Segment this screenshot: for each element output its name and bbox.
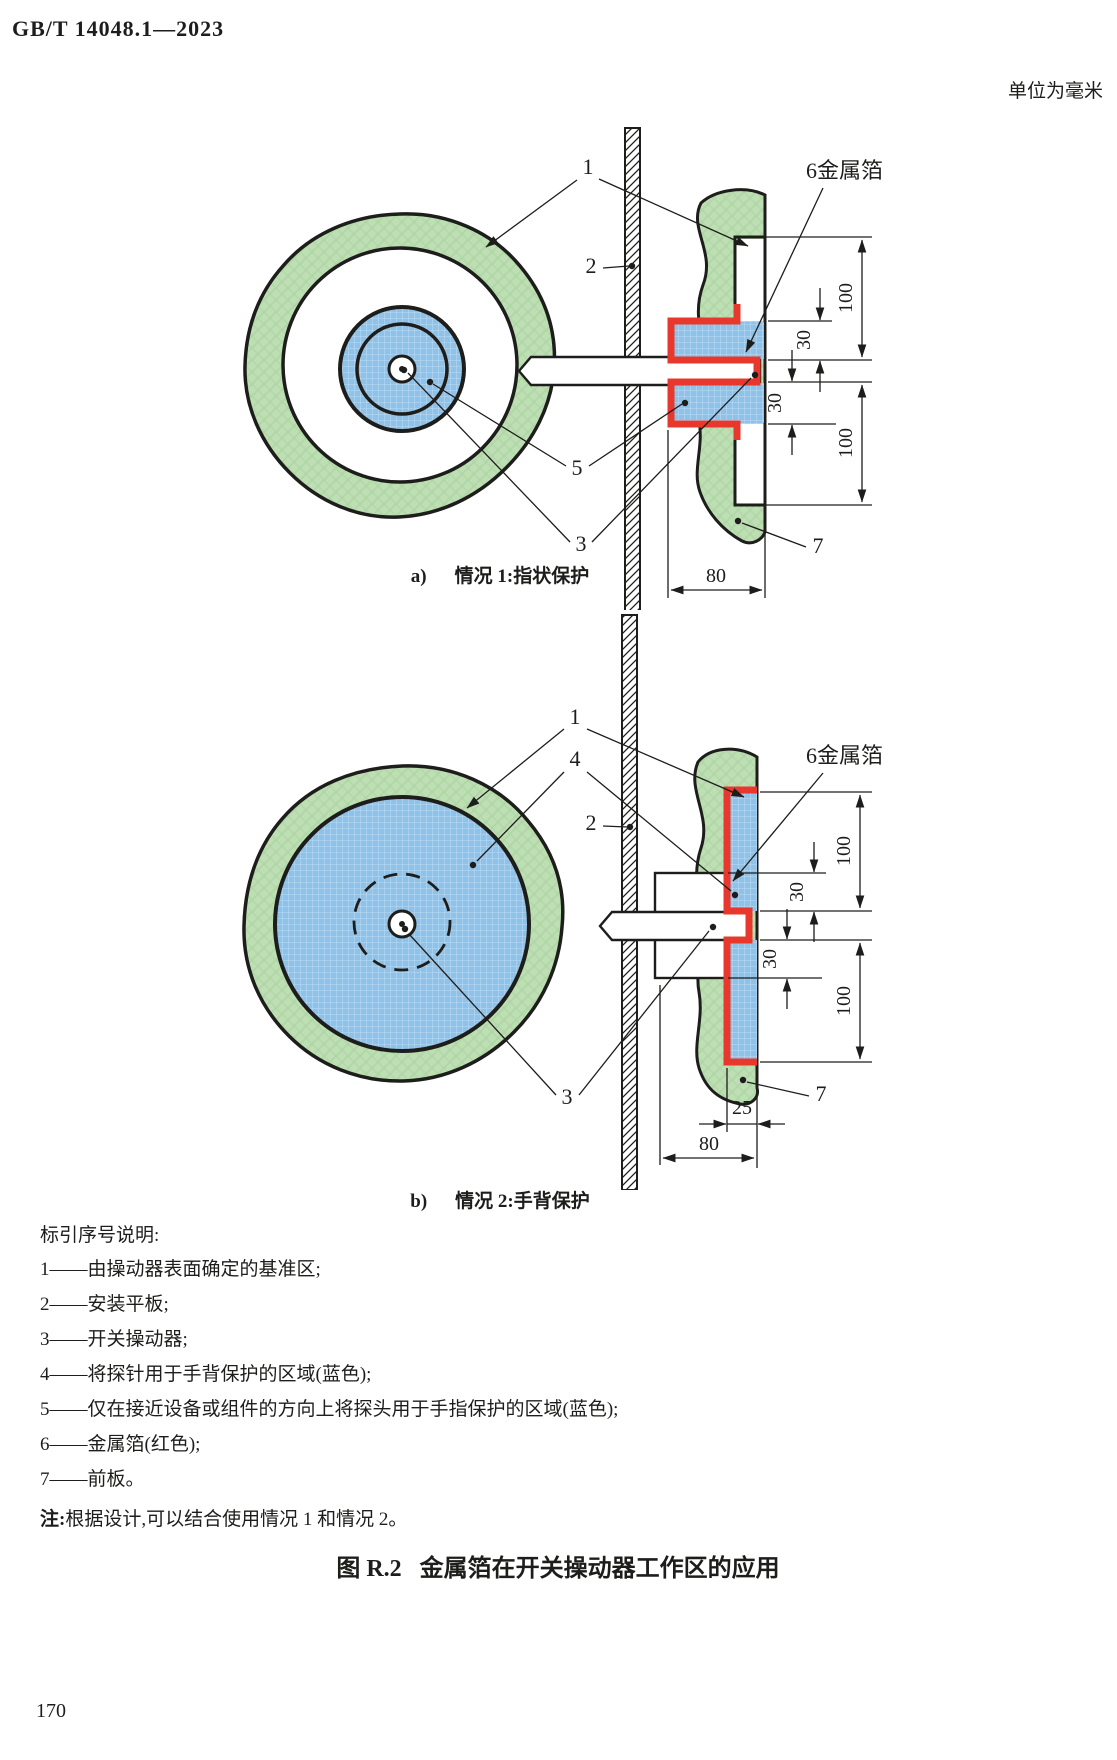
dim-30-lower-a: 30 bbox=[764, 393, 786, 413]
label-1-a: 1 bbox=[583, 154, 594, 179]
label-5-a: 5 bbox=[572, 455, 583, 480]
legend-note: 注:根据设计,可以结合使用情况 1 和情况 2。 bbox=[40, 1504, 1090, 1531]
dashed-circle-b bbox=[352, 872, 452, 972]
figure-caption: 图 R.2 金属箔在开关操动器工作区的应用 bbox=[58, 1548, 1058, 1583]
metal-foil-b bbox=[723, 786, 757, 1066]
foil-zone-upper-a bbox=[671, 322, 764, 359]
label-6-foil-a: 6金属箔 bbox=[806, 158, 883, 183]
legend-item-4: 4——将探针用于手背保护的区域(蓝色); bbox=[40, 1364, 372, 1385]
front-view-a bbox=[243, 212, 557, 519]
leaders-a: 1 2 5 3 6金属箔 7 bbox=[400, 154, 883, 558]
panel-step-bottom-a bbox=[733, 432, 764, 507]
panel-notch-bottom-a bbox=[736, 424, 764, 504]
front-view-b bbox=[242, 764, 565, 1083]
label-6-foil-b: 6金属箔 bbox=[806, 743, 883, 768]
label-1-b: 1 bbox=[570, 704, 581, 729]
standard-number: GB/T 14048.1—2023 bbox=[12, 16, 225, 41]
center-dot-b bbox=[399, 921, 405, 927]
label-3-a: 3 bbox=[576, 531, 587, 556]
figure-caption-label: 图 R.2 bbox=[336, 1556, 402, 1582]
label-2-a: 2 bbox=[586, 253, 597, 278]
label-2-b: 2 bbox=[586, 810, 597, 835]
subfigure-a-drawing: 100 30 30 100 80 1 2 5 3 6金属箔 7 bbox=[243, 127, 883, 610]
dim-80-b: 80 bbox=[699, 1133, 719, 1155]
dim-30-lower-b: 30 bbox=[759, 949, 781, 969]
dimensions-a: 100 30 30 100 80 bbox=[667, 236, 872, 598]
label-7-b: 7 bbox=[816, 1081, 827, 1106]
subfigure-a-letter: a) bbox=[410, 566, 427, 587]
dim-80-a: 80 bbox=[706, 565, 726, 587]
label-4-b: 4 bbox=[570, 746, 581, 771]
legend-item-1: 1——由操动器表面确定的基准区; bbox=[40, 1259, 321, 1280]
dim-100-top-b: 100 bbox=[833, 836, 855, 866]
dimensions-b: 100 30 30 100 25 80 bbox=[659, 791, 872, 1168]
dim-30-upper-a: 30 bbox=[793, 330, 815, 350]
metal-foil-outline-a bbox=[667, 304, 761, 440]
subfigure-b-caption: b) 情况 2:手背保护 bbox=[0, 1186, 1000, 1213]
dim-30-upper-b: 30 bbox=[786, 882, 808, 902]
legend: 标引序号说明: 1——由操动器表面确定的基准区; 2——安装平板; 3——开关操… bbox=[40, 1220, 1090, 1531]
legend-item-2: 2——安装平板; bbox=[40, 1294, 169, 1315]
figure-caption-text: 金属箔在开关操动器工作区的应用 bbox=[419, 1556, 780, 1582]
subfigure-b-letter: b) bbox=[410, 1191, 428, 1212]
subfigure-a-caption: a) 情况 1:指状保护 bbox=[0, 561, 1000, 588]
legend-item-3: 3——开关操动器; bbox=[40, 1329, 188, 1350]
dim-25-b: 25 bbox=[732, 1097, 752, 1119]
label-7-a: 7 bbox=[813, 533, 824, 558]
finger-zone-inner-circle-a bbox=[355, 322, 449, 416]
note-text: 根据设计,可以结合使用情况 1 和情况 2。 bbox=[65, 1509, 408, 1530]
legend-item-5: 5——仅在接近设备或组件的方向上将探头用于手指保护的区域(蓝色); bbox=[40, 1399, 619, 1420]
legend-item-7: 7——前板。 bbox=[40, 1469, 145, 1490]
units-note: 单位为毫米 bbox=[1007, 81, 1103, 102]
subfigure-b-drawing: 100 30 30 100 25 80 1 4 2 3 6金属箔 7 bbox=[242, 614, 883, 1190]
page-number: 170 bbox=[36, 1700, 66, 1722]
foil-zone-upper-b bbox=[727, 790, 757, 911]
actuator-shaft-b bbox=[598, 910, 749, 942]
label-3-b: 3 bbox=[562, 1084, 573, 1109]
note-label: 注: bbox=[40, 1509, 66, 1530]
dim-100-bottom-b: 100 bbox=[833, 986, 855, 1016]
leaders-b: 1 4 2 3 6金属箔 7 bbox=[401, 704, 883, 1109]
subfigure-b-title: 情况 2:手背保护 bbox=[455, 1191, 590, 1212]
panel-notch-top-a bbox=[736, 239, 764, 321]
metal-foil-outline-b bbox=[723, 786, 757, 1066]
legend-title: 标引序号说明: bbox=[40, 1225, 160, 1246]
subfigure-a-title: 情况 1:指状保护 bbox=[454, 566, 590, 587]
dim-100-bottom-a: 100 bbox=[835, 428, 857, 458]
legend-item-6: 6——金属箔(红色); bbox=[40, 1434, 201, 1455]
mounting-plate-b bbox=[621, 614, 638, 1190]
foil-zone-lower-b bbox=[727, 940, 757, 1065]
dim-100-top-a: 100 bbox=[835, 283, 857, 313]
